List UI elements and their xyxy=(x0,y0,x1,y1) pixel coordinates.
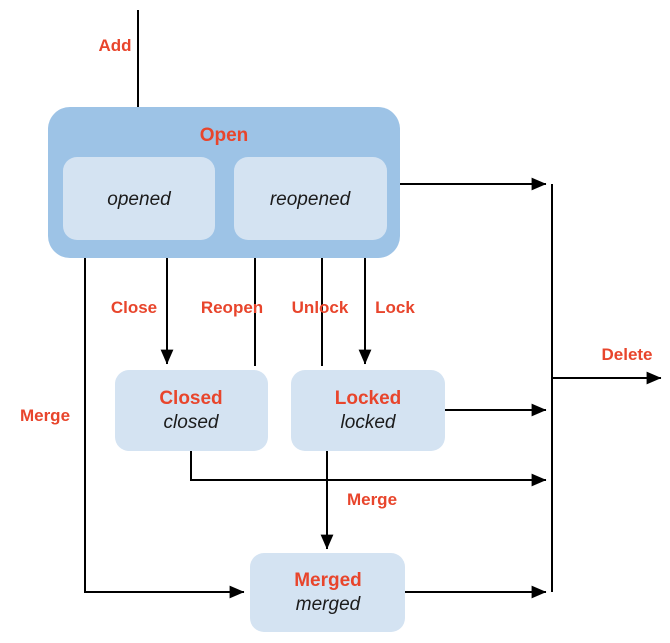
state-node-reopened[interactable]: reopened xyxy=(234,157,387,240)
edge-label-delete: Delete xyxy=(601,345,652,364)
merged-title: Merged xyxy=(294,570,362,591)
locked-title: Locked xyxy=(335,388,402,409)
reopened-shape xyxy=(234,157,387,240)
closed-value: closed xyxy=(164,412,220,433)
edge-label-merge-middle: Merge xyxy=(347,490,397,509)
locked-value: locked xyxy=(341,412,397,433)
state-node-opened[interactable]: opened xyxy=(63,157,215,240)
edge-delete-rail xyxy=(551,184,662,592)
edge-merge-middle xyxy=(190,450,547,487)
state-node-locked[interactable]: Locked locked xyxy=(291,370,445,451)
opened-shape xyxy=(63,157,215,240)
edge-label-unlock: Unlock xyxy=(292,298,349,317)
locked-shape xyxy=(291,370,445,451)
edge-label-reopen: Reopen xyxy=(201,298,263,317)
edge-label-lock: Lock xyxy=(375,298,415,317)
closed-title: Closed xyxy=(159,388,222,409)
closed-shape xyxy=(115,370,268,451)
edge-label-add: Add xyxy=(98,36,131,55)
opened-value: opened xyxy=(107,189,172,210)
state-node-closed[interactable]: Closed closed xyxy=(115,370,268,451)
edge-label-merge-left: Merge xyxy=(20,406,70,425)
edge-merge-left xyxy=(84,258,245,599)
edge-label-close: Close xyxy=(111,298,157,317)
state-node-merged[interactable]: Merged merged xyxy=(250,553,405,632)
reopened-value: reopened xyxy=(270,189,352,210)
merged-value: merged xyxy=(296,594,362,615)
open-group-title: Open xyxy=(200,125,249,146)
merged-shape xyxy=(250,553,405,632)
